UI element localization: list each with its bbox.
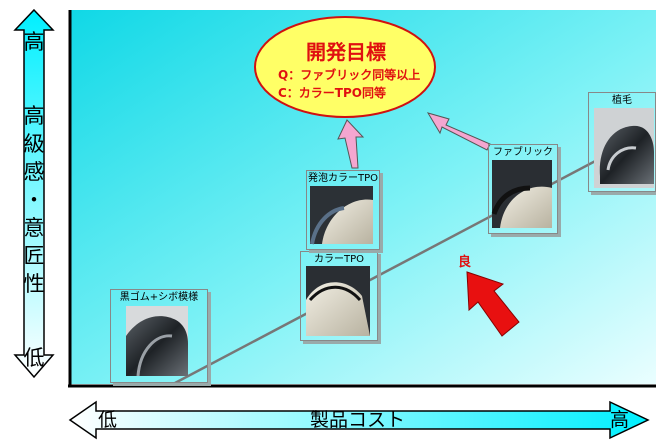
sample-image-fabric [491, 160, 552, 228]
product-card-foam-color-tpo: 発泡カラーTPO [306, 170, 380, 250]
product-label: 発泡カラーTPO [307, 173, 378, 184]
y-axis-title-char: 級 [23, 132, 45, 156]
y-axis-title-char: ・ [23, 188, 45, 212]
y-axis-title-char: 匠 [23, 244, 45, 268]
y-axis-title-char: 意 [23, 216, 45, 240]
product-card-flocked: 植毛 [588, 92, 656, 192]
product-label: 植毛 [612, 95, 632, 106]
y-axis-title-char: 性 [23, 272, 45, 296]
sample-image-color-tpo [306, 266, 370, 336]
x-axis-title: 製品コスト [310, 409, 406, 431]
y-axis-high-label: 高 [23, 30, 45, 54]
product-label: カラーTPO [313, 254, 364, 265]
horizontal-axis-arrow [68, 400, 650, 440]
y-axis-title-char: 高 [23, 104, 45, 128]
sample-image-black-rubber [126, 306, 188, 377]
product-label: 黒ゴム+シボ模様 [119, 292, 199, 303]
red-arrow-good [466, 271, 520, 337]
y-axis-low-label: 低 [23, 346, 45, 370]
vertical-axis-arrow [13, 8, 55, 379]
goal-ellipse [254, 16, 436, 118]
pink-arrow-from-foam-tpo [337, 119, 365, 169]
good-label: 良 [458, 255, 472, 270]
goal-title: 開発目標 [306, 40, 386, 64]
y-axis-title-char: 感 [23, 160, 45, 184]
sample-image-foam-color-tpo [310, 186, 373, 245]
goal-cost-line: C：カラーTPO同等 [278, 86, 386, 100]
pink-arrow-from-fabric [426, 112, 491, 151]
x-axis-low-label: 低 [98, 409, 118, 431]
x-axis-high-label: 高 [610, 409, 630, 431]
product-label: ファブリック [493, 147, 553, 158]
product-card-black-rubber: 黒ゴム+シボ模様 [110, 289, 208, 383]
sample-image-flocked [594, 108, 654, 188]
goal-quality-line: Q：ファブリック同等以上 [278, 68, 421, 82]
product-card-fabric: ファブリック [488, 144, 558, 234]
product-card-color-tpo: カラーTPO [300, 251, 378, 341]
